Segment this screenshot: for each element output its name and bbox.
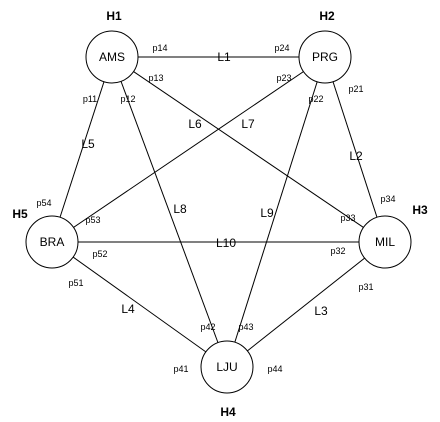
port-p44-label: p44 xyxy=(267,364,282,374)
link-l7-label: L7 xyxy=(241,117,255,131)
node-mil[interactable]: MIL xyxy=(358,215,412,269)
host-h5-label: H5 xyxy=(12,207,28,221)
port-p21-label: p21 xyxy=(348,84,363,94)
port-p43-label: p43 xyxy=(238,322,253,332)
node-lju[interactable]: LJU xyxy=(200,340,254,394)
port-p31-label: p31 xyxy=(358,282,373,292)
port-p24-label: p24 xyxy=(274,43,289,53)
link-l4-label: L4 xyxy=(121,302,135,316)
port-p42-label: p42 xyxy=(200,322,215,332)
links-layer xyxy=(51,56,386,368)
host-h2-label: H2 xyxy=(319,9,335,23)
link-l2-line xyxy=(324,56,386,243)
node-prg-circle xyxy=(298,30,352,84)
port-p52-label: p52 xyxy=(92,249,107,259)
link-l8-line xyxy=(111,56,228,368)
port-p23-label: p23 xyxy=(276,73,291,83)
port-p41-label: p41 xyxy=(173,364,188,374)
port-p53-label: p53 xyxy=(85,215,100,225)
link-l2-label: L2 xyxy=(349,149,363,163)
link-l4-line xyxy=(51,241,228,368)
node-ams[interactable]: AMS xyxy=(85,30,139,84)
link-l6-line xyxy=(111,56,386,243)
port-p51-label: p51 xyxy=(68,278,83,288)
link-l9-label: L9 xyxy=(260,206,274,220)
node-lju-circle xyxy=(200,340,254,394)
port-p12-label: p12 xyxy=(120,94,135,104)
host-h1-label: H1 xyxy=(106,9,122,23)
node-bra[interactable]: BRA xyxy=(25,215,79,269)
node-lju-label: LJU xyxy=(216,360,237,374)
port-p33-label: p33 xyxy=(340,213,355,223)
link-l5-label: L5 xyxy=(81,137,95,151)
host-h3-label: H3 xyxy=(412,203,428,217)
node-ams-circle xyxy=(85,30,139,84)
port-p54-label: p54 xyxy=(36,198,51,208)
node-bra-circle xyxy=(25,215,79,269)
link-l7-line xyxy=(51,56,326,243)
port-labels-layer: p11 p12 p13 p14 p21 p22 p23 p24 p31 p32 p33 p34 p41 p… xyxy=(36,43,395,374)
link-l3-label: L3 xyxy=(314,304,328,318)
port-p14-label: p14 xyxy=(152,43,167,53)
port-p13-label: p13 xyxy=(148,73,163,83)
link-l3-line xyxy=(226,241,386,368)
node-mil-circle xyxy=(358,215,412,269)
link-l5-line xyxy=(51,56,113,243)
node-prg-label: PRG xyxy=(312,50,338,64)
link-l10-label: L10 xyxy=(216,236,236,250)
port-p22-label: p22 xyxy=(308,94,323,104)
node-ams-label: AMS xyxy=(99,50,125,64)
host-h4-label: H4 xyxy=(220,405,236,419)
node-bra-label: BRA xyxy=(40,235,65,249)
link-l9-line xyxy=(226,56,326,368)
link-l8-label: L8 xyxy=(173,202,187,216)
port-p34-label: p34 xyxy=(380,194,395,204)
port-p32-label: p32 xyxy=(330,246,345,256)
node-prg[interactable]: PRG xyxy=(298,30,352,84)
port-p11-label: p11 xyxy=(83,94,97,104)
link-l1-label: L1 xyxy=(217,50,231,64)
node-mil-label: MIL xyxy=(375,235,395,249)
link-l6-label: L6 xyxy=(188,117,202,131)
